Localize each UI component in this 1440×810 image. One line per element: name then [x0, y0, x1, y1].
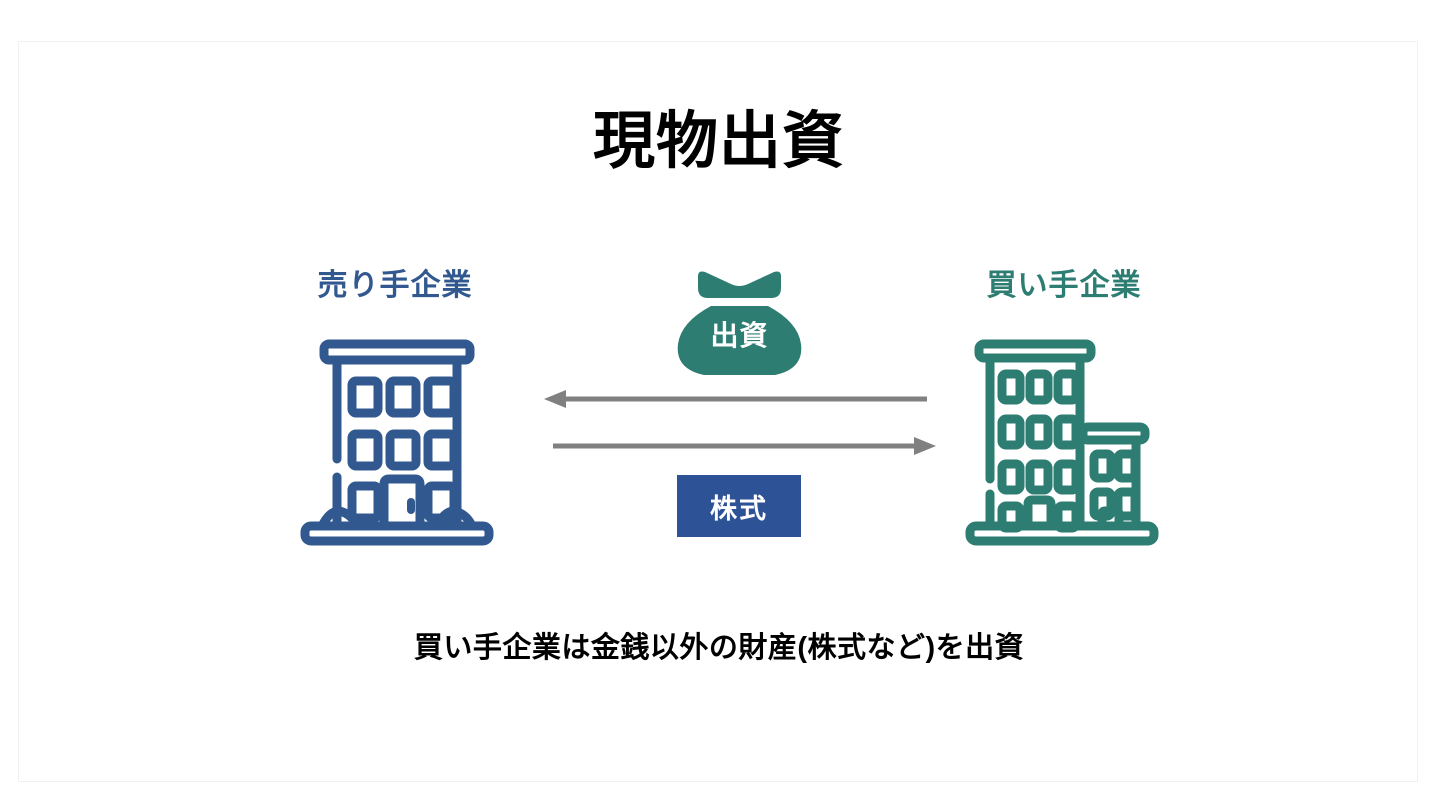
slide-canvas: 現物出資 売り手企業 買い手企業	[18, 41, 1418, 782]
buyer-company-label: 買い手企業	[986, 269, 1142, 302]
arrow-seller-to-buyer	[553, 437, 936, 455]
money-bag-icon	[667, 270, 812, 378]
seller-company-label: 売り手企業	[317, 269, 473, 302]
office-building-icon	[965, 339, 1159, 546]
slide-caption: 買い手企業は金銭以外の財産(株式など)を出資	[413, 632, 1025, 664]
exchange-arrows	[544, 382, 936, 462]
seller-office-building-icon	[299, 334, 495, 554]
arrows-svg	[544, 390, 936, 455]
page-title: 現物出資	[592, 107, 845, 176]
office-building-icon	[300, 339, 494, 546]
arrow-buyer-to-seller	[544, 390, 927, 408]
money-bag-shape	[677, 271, 802, 375]
stock-label-box: 株式	[677, 475, 801, 537]
buyer-office-building-icon	[964, 334, 1160, 554]
stock-box-label: 株式	[710, 493, 768, 524]
